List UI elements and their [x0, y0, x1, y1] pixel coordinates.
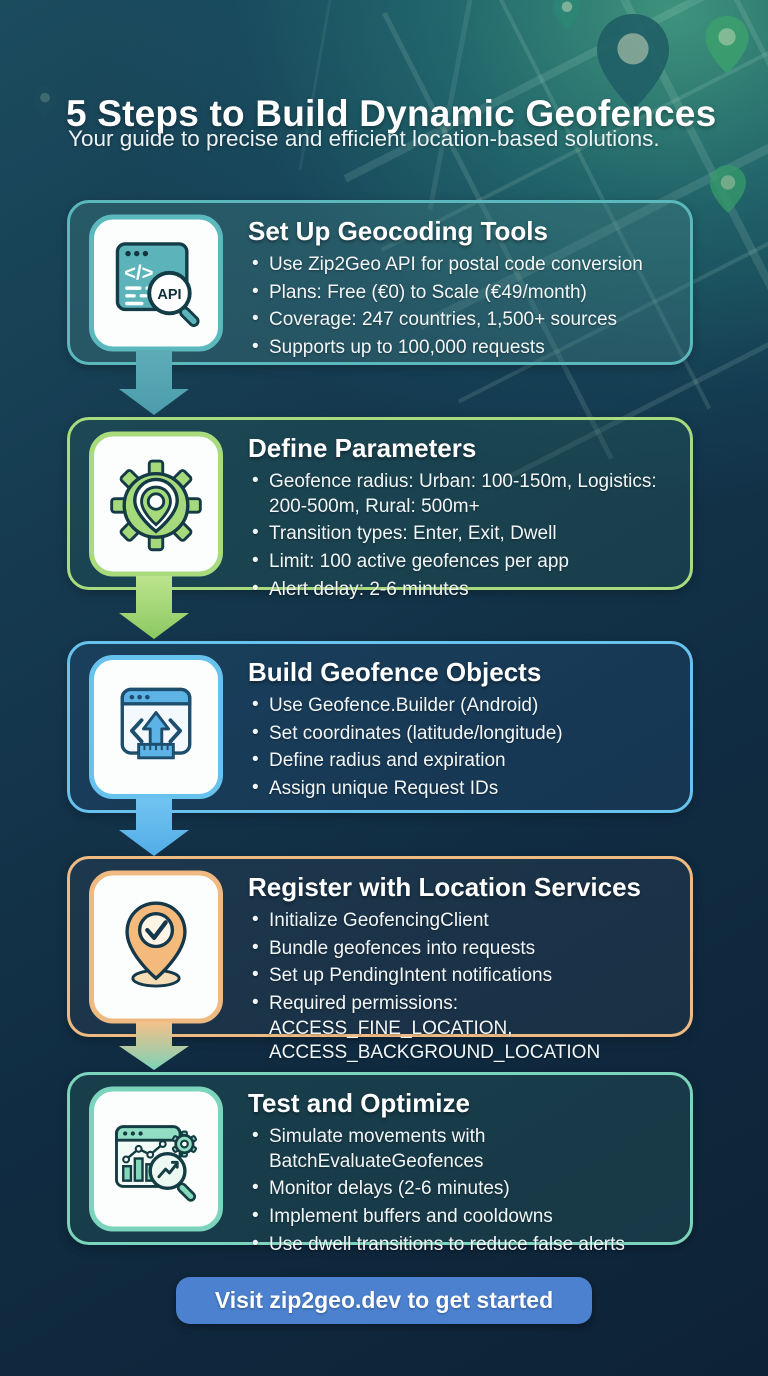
analytics-magnifier-icon	[115, 1125, 198, 1202]
step-card-2: Define Parameters Geofence radius: Urban…	[67, 417, 693, 601]
step-icon-tile	[89, 655, 223, 799]
bullet-item: Initialize GeofencingClient	[248, 908, 678, 934]
step-title: Register with Location Services	[248, 872, 642, 902]
bullet-item: Alert delay: 2-6 minutes	[248, 577, 678, 603]
step-card-5: Test and Optimize Simulate movements wit…	[67, 1072, 693, 1256]
step-card-4: Register with Location Services Initiali…	[67, 856, 693, 1063]
step-title: Define Parameters	[248, 433, 477, 463]
browser-ruler-upload-icon	[120, 687, 192, 760]
step-icon-tile	[89, 431, 223, 576]
step-title: Set Up Geocoding Tools	[248, 216, 548, 246]
location-pin-check-icon	[125, 901, 187, 988]
step-bullets: Use Zip2Geo API for postal code conversi…	[248, 252, 678, 361]
step-card-1: </> API Set Up Geocoding Tools Use Zip2G…	[67, 200, 693, 365]
step-icon-tile	[89, 1086, 223, 1231]
svg-text:API: API	[157, 287, 181, 303]
bullet-item: Use dwell transitions to reduce false al…	[248, 1232, 678, 1258]
svg-text:</>: </>	[124, 263, 153, 285]
bullet-item: Monitor delays (2-6 minutes)	[248, 1176, 678, 1202]
bullet-item: Limit: 100 active geofences per app	[248, 549, 678, 575]
bullet-item: Coverage: 247 countries, 1,500+ sources	[248, 307, 678, 333]
bullet-item: Use Zip2Geo API for postal code conversi…	[248, 252, 678, 278]
step-card-3: Build Geofence Objects Use Geofence.Buil…	[67, 641, 693, 813]
bullet-item: Implement buffers and cooldowns	[248, 1204, 678, 1230]
step-bullets: Geofence radius: Urban: 100-150m, Logist…	[248, 469, 678, 603]
bullet-item: Set coordinates (latitude/longitude)	[248, 721, 678, 747]
bullet-item: Required permissions: ACCESS_FINE_LOCATI…	[248, 991, 678, 1066]
step-title: Test and Optimize	[248, 1088, 470, 1118]
bullet-item: Use Geofence.Builder (Android)	[248, 693, 678, 719]
bullet-item: Simulate movements with BatchEvaluateGeo…	[248, 1124, 678, 1174]
bullet-item: Bundle geofences into requests	[248, 936, 678, 962]
page-subtitle: Your guide to precise and efficient loca…	[68, 126, 660, 151]
step-icon-tile	[89, 870, 223, 1023]
bullet-item: Plans: Free (€0) to Scale (€49/month)	[248, 280, 678, 306]
step-icon-tile: </> API	[89, 214, 223, 351]
bullet-item: Transition types: Enter, Exit, Dwell	[248, 521, 678, 547]
step-bullets: Simulate movements with BatchEvaluateGeo…	[248, 1124, 678, 1258]
bullet-item: Set up PendingIntent notifications	[248, 963, 678, 989]
bullet-item: Geofence radius: Urban: 100-150m, Logist…	[248, 469, 678, 519]
gear-location-pin-icon	[110, 459, 202, 552]
bullet-item: Define radius and expiration	[248, 748, 678, 774]
bullet-item: Supports up to 100,000 requests	[248, 335, 678, 361]
cta-button[interactable]: Visit zip2geo.dev to get started	[176, 1277, 592, 1324]
step-bullets: Use Geofence.Builder (Android) Set coord…	[248, 693, 678, 802]
step-bullets: Initialize GeofencingClient Bundle geofe…	[248, 908, 678, 1066]
step-title: Build Geofence Objects	[248, 657, 542, 687]
api-browser-search-icon: </> API	[115, 242, 200, 327]
bullet-item: Assign unique Request IDs	[248, 776, 678, 802]
